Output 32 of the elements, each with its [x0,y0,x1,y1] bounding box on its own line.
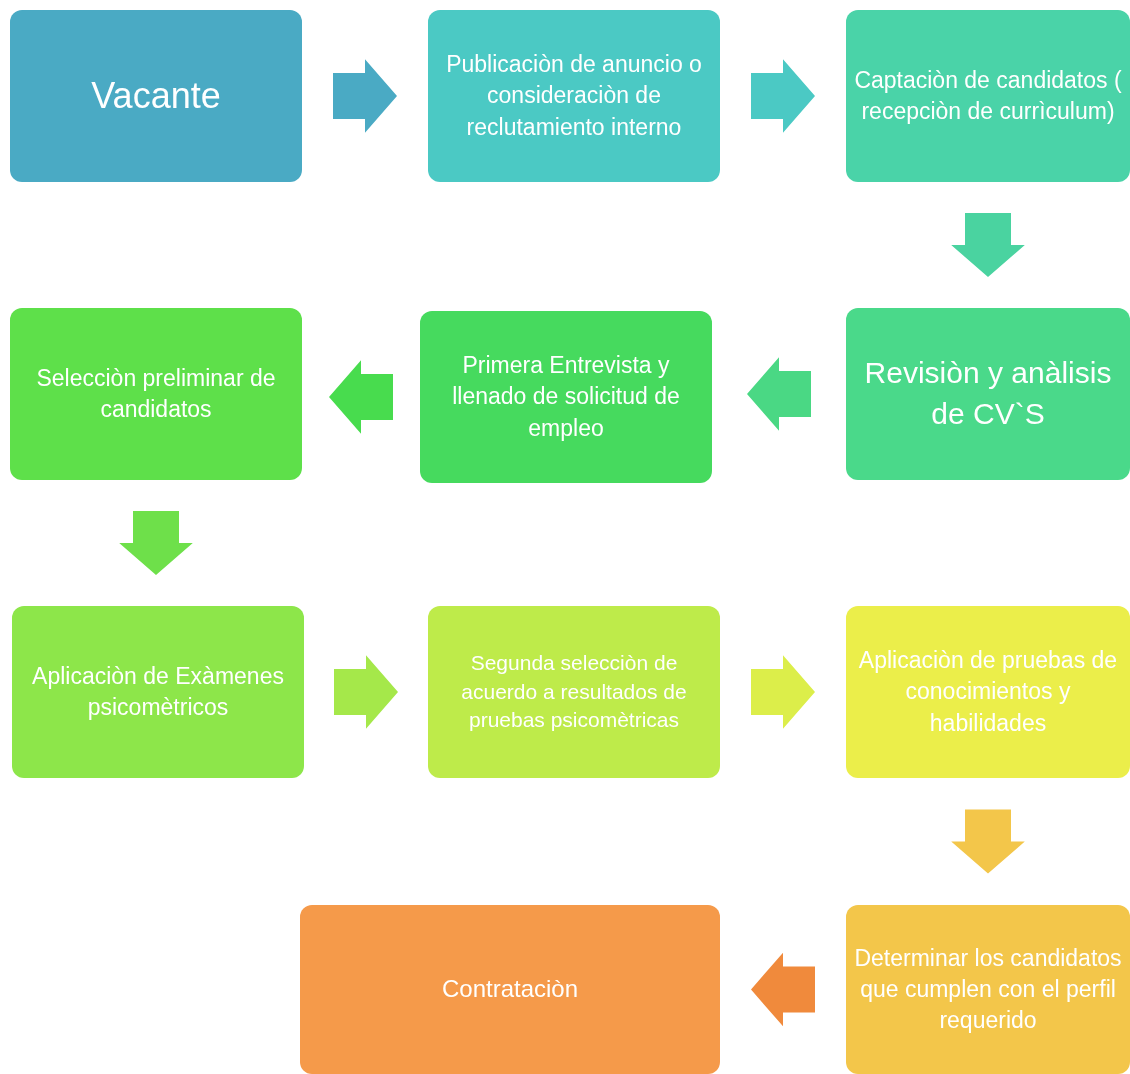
step-label: Revisiòn y anàlisis de CV`S [863,355,1113,432]
block-arrow [333,59,397,133]
process-box [300,905,720,1074]
process-box [846,905,1130,1074]
process-box [846,308,1130,480]
process-box [420,311,712,483]
block-arrow [751,59,815,133]
step-label: Publicaciòn de anuncio o consideraciòn de reclutamiento interno [445,50,703,142]
process-box [846,606,1130,778]
block-arrow [747,357,811,431]
block-arrow [751,655,815,729]
step-label: Vacante [91,73,221,118]
block-arrow [329,360,393,434]
block-arrow [119,511,193,575]
step-label: Segunda selecciòn de acuerdo a resultados de pruebas psicomètricas [460,650,688,734]
step-label: Selecciòn preliminar de candidatos [35,363,277,424]
process-box [12,606,304,778]
step-label: Determinar los candidatos que cumplen con el perfil requerido [854,943,1122,1036]
process-box [428,10,720,182]
process-box [10,308,302,480]
step-label: Contrataciòn [441,974,579,1005]
step-label: Primera Entrevista y llenado de solicitud de empleo [451,351,681,443]
block-arrow [334,655,398,729]
block-arrow [751,952,815,1027]
process-box [846,10,1130,182]
block-arrow [951,809,1025,874]
step-label: Aplicaciòn de pruebas de conocimientos y habilidades [857,646,1119,738]
step-label: Captaciòn de candidatos ( recepciòn de currìculum) [854,65,1122,126]
process-box [428,606,720,778]
block-arrow [951,213,1025,277]
process-box [10,10,302,182]
step-label: Aplicaciòn de Exàmenes psicomètricos [31,661,285,722]
